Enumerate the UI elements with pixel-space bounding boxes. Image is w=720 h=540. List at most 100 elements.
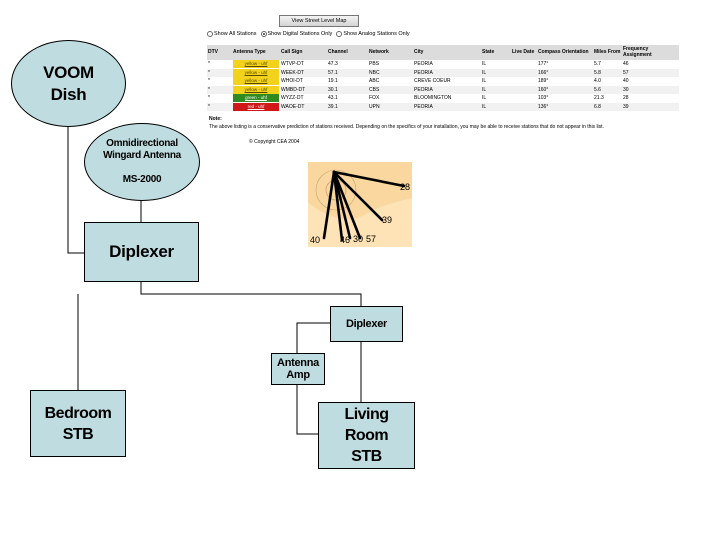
omni-antenna-node: Omnidirectional Wingard Antenna MS-2000	[84, 123, 200, 201]
radio-label: Show Digital Stations Only	[267, 31, 333, 37]
table-cell-dtv: *	[207, 102, 232, 111]
antenna-type-link[interactable]: yellow - uhf	[233, 77, 279, 86]
living-room-stb-node: Living Room STB	[318, 402, 415, 469]
table-cell-dtv: *	[208, 61, 210, 67]
table-cell-miles: 5.7	[594, 61, 601, 67]
compass-label: 57	[366, 234, 377, 244]
table-cell-dtv: *	[207, 85, 232, 94]
antenna-type-link[interactable]: yellow - uhf	[233, 85, 279, 94]
antenna-type-link[interactable]: red - uhf	[233, 102, 279, 111]
table-cell-network: UPN	[368, 102, 413, 111]
table-cell-network: ABC	[369, 78, 380, 84]
column-header: Frequency Assignment	[622, 45, 679, 60]
column-header: State	[481, 45, 511, 60]
table-cell-channel: 47.3	[328, 61, 338, 67]
note-label: Note:	[209, 116, 222, 122]
table-cell-call: WYZZ-DT	[281, 95, 304, 101]
table-cell-city: PEORIA	[414, 61, 433, 67]
table-cell-call: WTVP-DT	[281, 61, 304, 67]
radio-analog-stations[interactable]: Show Analog Stations Only	[336, 31, 410, 37]
column-header: Network	[368, 45, 413, 60]
copyright-text: © Copyright CEA 2004	[249, 139, 300, 145]
compass-label: 39	[382, 215, 393, 225]
table-cell-channel: 57.1	[327, 68, 368, 77]
table-cell-dtv: *	[208, 95, 210, 101]
table-cell-dtv: *	[207, 68, 232, 77]
table-cell-compass: 177°	[538, 61, 549, 67]
table-header-row: DTV Antenna Type Call Sign Channel Netwo…	[207, 45, 679, 60]
table-cell-antenna: yellow - uhf	[232, 85, 280, 94]
radio-digital-stations[interactable]: Show Digital Stations Only	[260, 31, 333, 37]
table-cell-state: IL	[481, 85, 511, 94]
column-header: DTV	[207, 45, 232, 60]
table-cell-miles: 5.6	[593, 85, 622, 94]
column-header: Live Date	[511, 45, 537, 60]
table-cell-freq: 46	[623, 61, 629, 67]
compass-label: 28	[400, 182, 411, 192]
table-cell-antenna: yellow - uhf	[232, 60, 280, 69]
table-cell-call: WAOE-DT	[280, 102, 327, 111]
living-room-stb-label: Living Room STB	[344, 406, 389, 465]
radio-dot[interactable]	[260, 31, 267, 37]
table-cell-city: PEORIA	[413, 102, 481, 111]
table-cell-live	[511, 60, 537, 69]
compass-map-graphic	[308, 162, 412, 247]
omni-antenna-label: Omnidirectional Wingard Antenna MS-2000	[103, 138, 181, 185]
table-cell-channel: 39.1	[327, 102, 368, 111]
table-cell-state: IL	[482, 61, 487, 67]
table-cell-city: CREVE COEUR	[414, 78, 451, 84]
radio-label: Show All Stations	[214, 31, 257, 37]
table-cell-city: PEORIA	[413, 68, 481, 77]
view-street-map-button[interactable]: View Street Level Map	[279, 15, 359, 27]
station-list-screenshot: View Street Level Map Show All Stations …	[205, 14, 680, 149]
voom-dish-label: VOOM Dish	[43, 62, 94, 104]
table-cell-city: BLOOMINGTON	[414, 95, 452, 101]
radio-all-stations[interactable]: Show All Stations	[207, 31, 257, 37]
table-cell-compass: 189°	[538, 78, 549, 84]
antenna-type-link[interactable]: yellow - uhf	[233, 68, 279, 77]
table-cell-freq: 57	[622, 68, 679, 77]
table-cell-freq: 28	[623, 95, 629, 101]
table-cell-dtv: *	[208, 78, 210, 84]
table-cell-channel: 43.1	[328, 95, 338, 101]
column-header: Channel	[327, 45, 368, 60]
table-cell-freq: 40	[623, 78, 629, 84]
column-header: Compass Orientation	[537, 45, 593, 60]
table-cell-miles: 21.3	[594, 95, 604, 101]
table-cell-state: IL	[481, 68, 511, 77]
stations-table: DTV Antenna Type Call Sign Channel Netwo…	[207, 45, 679, 111]
table-cell-state: IL	[481, 102, 511, 111]
diplexer-to-amp-line	[296, 322, 330, 353]
table-cell-antenna: green - uhf	[232, 94, 280, 103]
diplexer-main-node: Diplexer	[84, 222, 199, 282]
antenna-type-link[interactable]: yellow - uhf	[233, 60, 279, 69]
table-cell-state: IL	[482, 78, 487, 84]
column-header: Call Sign	[280, 45, 327, 60]
table-cell-network: NBC	[368, 68, 413, 77]
antenna-amp-node: Antenna Amp	[271, 353, 325, 385]
table-cell-call: WMBD-DT	[280, 85, 327, 94]
diplexer-secondary-node: Diplexer	[330, 306, 403, 342]
radio-dot[interactable]	[207, 31, 213, 37]
table-cell-antenna: yellow - uhf	[232, 77, 280, 86]
compass-label: 40	[310, 235, 321, 245]
radio-dot[interactable]	[336, 31, 343, 37]
table-cell-freq: 39	[622, 102, 679, 111]
diplexer-main-label: Diplexer	[109, 242, 174, 261]
column-header: Miles From	[593, 45, 622, 60]
disclaimer-text: The above listing is a conservative pred…	[209, 124, 604, 130]
table-cell-antenna: red - uhf	[232, 102, 280, 111]
antenna-type-link[interactable]: green - uhf	[233, 94, 279, 103]
compass-label: 46	[340, 235, 351, 245]
table-cell-miles: 6.8	[593, 102, 622, 111]
table-cell-compass: 160°	[537, 85, 593, 94]
table-cell-live	[511, 77, 537, 86]
table-cell-compass: 136°	[537, 102, 593, 111]
table-cell-freq: 30	[622, 85, 679, 94]
